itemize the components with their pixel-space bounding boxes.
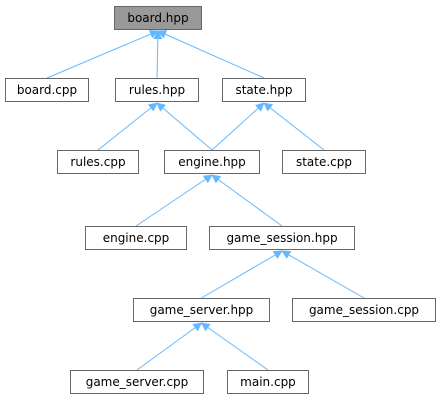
edge-rules_cpp-to-rules_hpp xyxy=(97,102,158,151)
node-engine-hpp[interactable]: engine.hpp xyxy=(164,150,260,174)
node-rules-hpp[interactable]: rules.hpp xyxy=(115,78,199,102)
node-main-cpp[interactable]: main.cpp xyxy=(227,370,309,394)
edge-game_session_cpp-to-game_session_hpp xyxy=(281,250,365,299)
edge-engine_cpp-to-engine_hpp xyxy=(135,174,213,227)
edge-state_hpp-to-board_hpp xyxy=(157,30,265,79)
edge-engine_hpp-to-state_hpp xyxy=(211,102,265,151)
node-game-server-hpp[interactable]: game_server.hpp xyxy=(133,298,270,322)
node-state-hpp[interactable]: state.hpp xyxy=(222,78,306,102)
edge-game_session_hpp-to-engine_hpp xyxy=(211,174,283,227)
edge-main_cpp-to-game_server_hpp xyxy=(200,322,269,371)
edge-state_cpp-to-state_hpp xyxy=(263,102,325,151)
node-game-session-cpp[interactable]: game_session.cpp xyxy=(292,298,436,322)
edge-game_server_hpp-to-game_session_hpp xyxy=(201,250,283,299)
node-game-server-cpp[interactable]: game_server.cpp xyxy=(70,370,204,394)
node-rules-cpp[interactable]: rules.cpp xyxy=(57,150,139,174)
node-engine-cpp[interactable]: engine.cpp xyxy=(85,226,187,250)
node-state-cpp[interactable]: state.cpp xyxy=(282,150,366,174)
edge-game_server_cpp-to-game_server_hpp xyxy=(136,322,203,371)
node-game-session-hpp[interactable]: game_session.hpp xyxy=(209,226,355,250)
node-board-cpp[interactable]: board.cpp xyxy=(5,78,89,102)
edge-rules_hpp-to-board_hpp xyxy=(153,30,163,79)
edge-board_cpp-to-board_hpp xyxy=(46,30,159,79)
edge-engine_hpp-to-rules_hpp xyxy=(156,102,213,151)
node-board-hpp: board.hpp xyxy=(114,6,202,30)
